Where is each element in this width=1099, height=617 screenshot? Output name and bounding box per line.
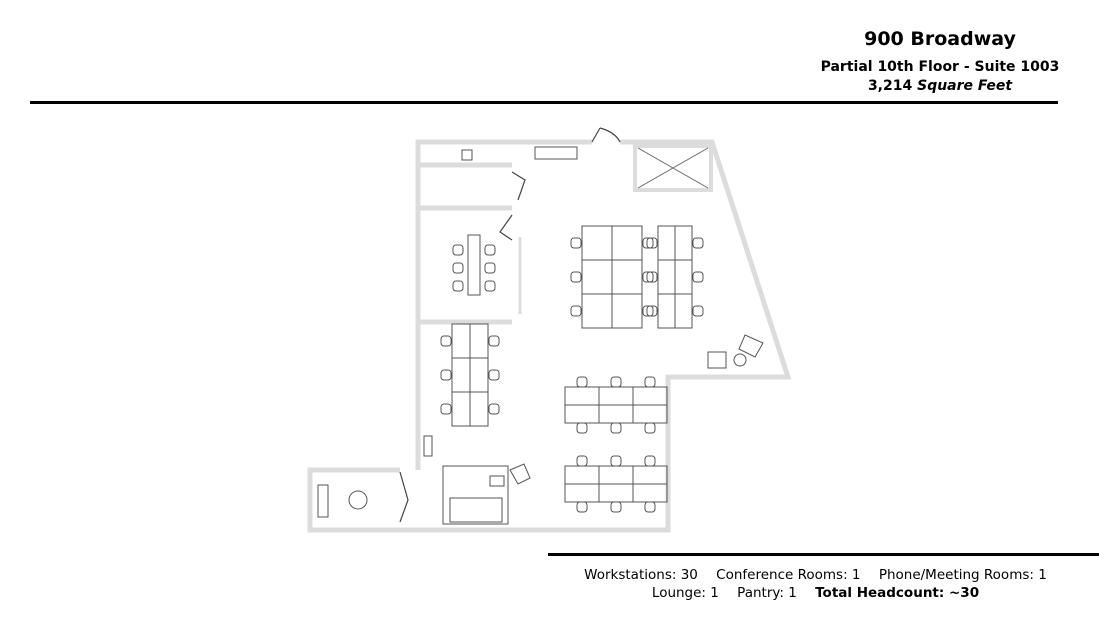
chair-icon: [452, 244, 464, 256]
header-rule: [30, 101, 1058, 104]
pantry-count: Pantry: 1: [737, 585, 797, 601]
total-headcount: Total Headcount: ~30: [815, 585, 980, 601]
chair-icon: [484, 244, 496, 256]
chair-icon: [440, 335, 452, 347]
square-footage: 3,214 Square Feet: [800, 78, 1080, 94]
chair-icon: [610, 422, 622, 434]
suite-label: Partial 10th Floor - Suite 1003: [820, 59, 1060, 75]
chair-icon: [488, 403, 500, 415]
chair-icon: [488, 335, 500, 347]
chair-icon: [610, 376, 622, 388]
chair-icon: [644, 422, 656, 434]
chair-icon: [484, 280, 496, 292]
chair-icon: [576, 501, 588, 513]
summary-line-1: Workstations: 30 Conference Rooms: 1 Pho…: [548, 567, 1083, 583]
chair-icon: [644, 376, 656, 388]
chair-icon: [576, 376, 588, 388]
chairs: [440, 237, 704, 513]
phone-rooms-count: Phone/Meeting Rooms: 1: [878, 567, 1047, 583]
chair-icon: [610, 455, 622, 467]
chair-icon: [646, 271, 658, 283]
conference-rooms-count: Conference Rooms: 1: [716, 567, 861, 583]
chair-icon: [692, 271, 704, 283]
chair-icon: [484, 262, 496, 274]
doors: [399, 127, 621, 523]
lounge-count: Lounge: 1: [651, 585, 719, 601]
chair-icon: [644, 455, 656, 467]
chair-icon: [576, 455, 588, 467]
chair-icon: [570, 305, 582, 317]
summary-line-2: Lounge: 1 Pantry: 1 Total Headcount: ~30: [548, 585, 1083, 601]
building-name: 900 Broadway: [864, 28, 1016, 50]
chair-icon: [692, 305, 704, 317]
workstations-count: Workstations: 30: [584, 567, 698, 583]
chair-icon: [570, 237, 582, 249]
chair-icon: [488, 369, 500, 381]
elevator-icon: [637, 147, 709, 189]
chair-icon: [692, 237, 704, 249]
area-value: 3,214: [867, 78, 913, 94]
chair-icon: [642, 305, 654, 317]
furniture: [317, 146, 764, 525]
chair-icon: [646, 237, 658, 249]
chair-icon: [440, 403, 452, 415]
footer-rule: [548, 553, 1099, 556]
chair-icon: [642, 237, 654, 249]
chair-icon: [642, 271, 654, 283]
chair-icon: [610, 501, 622, 513]
chair-icon: [452, 280, 464, 292]
chair-icon: [576, 422, 588, 434]
walls: [307, 139, 792, 533]
chair-icon: [646, 305, 658, 317]
chair-icon: [570, 271, 582, 283]
chair-icon: [644, 501, 656, 513]
chair-icon: [452, 262, 464, 274]
chair-icon: [440, 369, 452, 381]
area-unit: Square Feet: [917, 78, 1013, 94]
